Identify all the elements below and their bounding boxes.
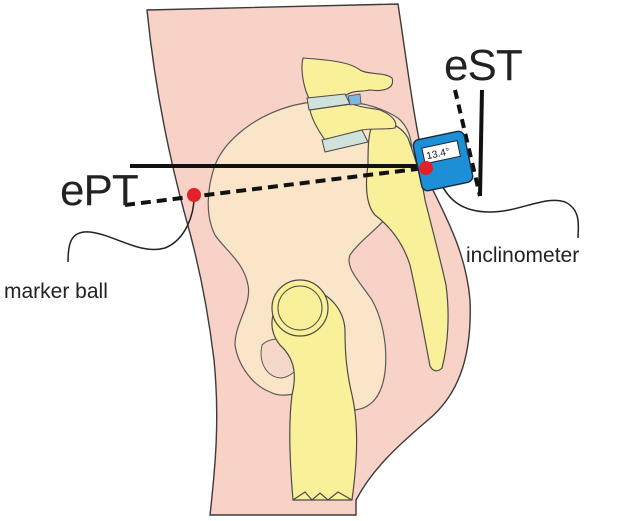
marker-ball-posterior-icon	[419, 161, 433, 175]
est-vertical-line	[478, 89, 484, 197]
marker-ball-label: marker ball	[4, 280, 108, 303]
femoral-head	[271, 279, 329, 337]
inclinometer-icon: 13.4°	[412, 130, 474, 192]
inclinometer-reading: 13.4°	[426, 147, 451, 163]
vertebra-l5	[309, 103, 397, 141]
disc-l5-s1	[321, 129, 369, 153]
femoral-head-inner	[277, 285, 323, 331]
marker-ball-leader	[67, 192, 195, 263]
pelvis-bone	[207, 100, 413, 411]
inclinometer-body	[412, 130, 474, 192]
est-label: eST	[444, 41, 522, 90]
inclinometer-screen	[421, 140, 461, 165]
est-dashed-line	[453, 89, 482, 197]
ept-label: ePT	[60, 166, 138, 215]
ept-dashed-line	[124, 166, 426, 207]
inclinometer-leader	[439, 181, 580, 239]
marker-ball-anterior-icon	[187, 188, 201, 202]
femur-cut-edge	[292, 491, 353, 501]
blue-spinous-marker	[347, 93, 362, 106]
inclinometer-label: inclinometer	[466, 244, 579, 267]
